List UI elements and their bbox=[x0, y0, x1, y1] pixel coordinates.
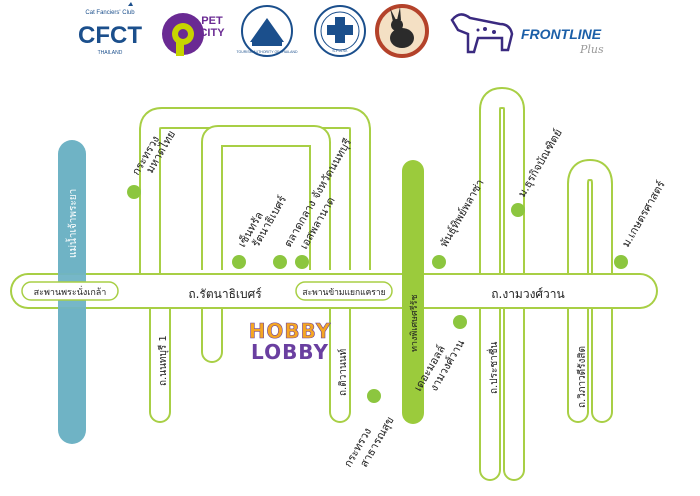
cfct-logo-bottom: THAILAND bbox=[98, 50, 123, 56]
hobby-lobby-line1: HOBBY bbox=[249, 319, 332, 343]
temple-icon bbox=[250, 18, 284, 42]
river-label: แม่น้ำเจ้าพระยา bbox=[65, 189, 79, 258]
hobby-lobby-line2: LOBBY bbox=[251, 340, 329, 364]
road-label-rattanathibet: ถ.รัตนาธิเบศร์ bbox=[188, 287, 262, 301]
marker-the-mall bbox=[453, 315, 467, 329]
cat-ear-icon bbox=[128, 2, 133, 6]
frontline-logo-sub: Plus bbox=[579, 43, 604, 56]
marker-market bbox=[273, 255, 287, 269]
bridge-khae-rai: สะพานข้ามแยกแคราย bbox=[295, 281, 393, 301]
cfct-logo: Cat Fanciers' Club CFCT THAILAND bbox=[78, 2, 142, 56]
rabbit-seal-logo bbox=[375, 4, 429, 58]
hobby-lobby-logo: HOBBY LOBBY bbox=[248, 319, 332, 364]
rabbit-icon bbox=[390, 28, 414, 48]
tat-logo-text: TOURISM AUTHORITY OF THAILAND bbox=[236, 50, 298, 54]
road-label-nonthaburi1: ถ.นนทบุรี 1 bbox=[157, 335, 169, 386]
marker-interior-ministry bbox=[127, 185, 141, 199]
place-public-health-ministry: กระทรวง สาธารณสุข bbox=[341, 414, 396, 469]
dog-icon bbox=[450, 13, 514, 54]
road-label-vibhavadi: ถ.วิภาวดีรังสิต bbox=[576, 346, 588, 408]
marker-dhurakij bbox=[511, 203, 525, 217]
tat-logo: TOURISM AUTHORITY OF THAILAND bbox=[236, 5, 298, 57]
marker-pantip bbox=[432, 255, 446, 269]
road-network bbox=[139, 86, 613, 481]
bridge-phra-nang-klao: สะพานพระนั่งเกล้า bbox=[21, 281, 119, 301]
marker-esplanade bbox=[295, 255, 309, 269]
frontline-logo: FRONTLINE Plus bbox=[521, 26, 604, 56]
marker-central bbox=[232, 255, 246, 269]
place-kasetsart: ม.เกษตรศาสตร์ bbox=[619, 178, 668, 249]
place-interior-ministry: กระทรวง มหาดไทย bbox=[129, 128, 178, 177]
petcity-logo: PET CITY bbox=[161, 8, 227, 58]
road-label-prachachuen: ถ.ประชาชื่น bbox=[486, 341, 500, 394]
spaw-logo: S.P.A.W. bbox=[314, 5, 366, 57]
road-label-ngamwongwan: ถ.งามวงศ์วาน bbox=[491, 287, 564, 301]
frontline-logo-main: FRONTLINE bbox=[521, 26, 602, 42]
landmark-markers bbox=[127, 185, 628, 403]
petcity-word1: PET bbox=[201, 15, 223, 27]
cfct-logo-main: CFCT bbox=[78, 22, 142, 49]
dog-service-logo bbox=[444, 8, 520, 58]
bridge-phra-nang-klao-label: สะพานพระนั่งเกล้า bbox=[34, 285, 107, 298]
marker-public-health-ministry bbox=[367, 389, 381, 403]
road-label-tiwanon: ถ.ติวานนท์ bbox=[337, 349, 349, 396]
expressway-label: ทางพิเศษศรีรัช bbox=[409, 294, 420, 352]
logo-row: Cat Fanciers' Club CFCT THAILAND PET CIT… bbox=[78, 2, 604, 58]
spaw-logo-text: S.P.A.W. bbox=[332, 48, 348, 53]
place-central-rattanathibet: เซ็นทรัล รัตนาธิเบศร์ bbox=[234, 193, 289, 249]
marker-kasetsart bbox=[614, 255, 628, 269]
bridge-khae-rai-label: สะพานข้ามแยกแคราย bbox=[302, 287, 385, 298]
cfct-logo-top: Cat Fanciers' Club bbox=[85, 10, 135, 16]
petcity-word2: CITY bbox=[199, 27, 225, 39]
